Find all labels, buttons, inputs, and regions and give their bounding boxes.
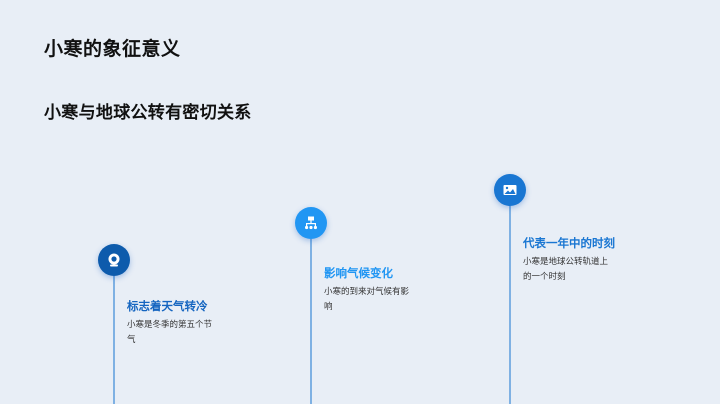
timeline-item-description: 小寒的到来对气候有影响 <box>324 287 410 312</box>
timeline-item-description: 小寒是地球公转轨道上的一个时刻 <box>523 257 609 282</box>
page-title: 小寒的象征意义 <box>44 38 181 60</box>
timeline-line <box>509 206 511 404</box>
image-icon <box>503 185 517 195</box>
timeline-line <box>310 239 312 404</box>
timeline-line <box>113 276 115 404</box>
timeline-item-title: 标志着天气转冷 <box>127 299 208 313</box>
timeline-node-circle <box>98 244 130 276</box>
webcam-icon <box>108 253 120 267</box>
timeline-item-title: 影响气候变化 <box>324 266 393 280</box>
timeline-item-description: 小寒是冬季的第五个节气 <box>127 320 213 345</box>
timeline-node-circle <box>494 174 526 206</box>
page-subtitle: 小寒与地球公转有密切关系 <box>44 103 252 123</box>
timeline-node-circle <box>295 207 327 239</box>
sitemap-icon <box>305 216 317 230</box>
timeline-item-title: 代表一年中的时刻 <box>523 236 615 250</box>
